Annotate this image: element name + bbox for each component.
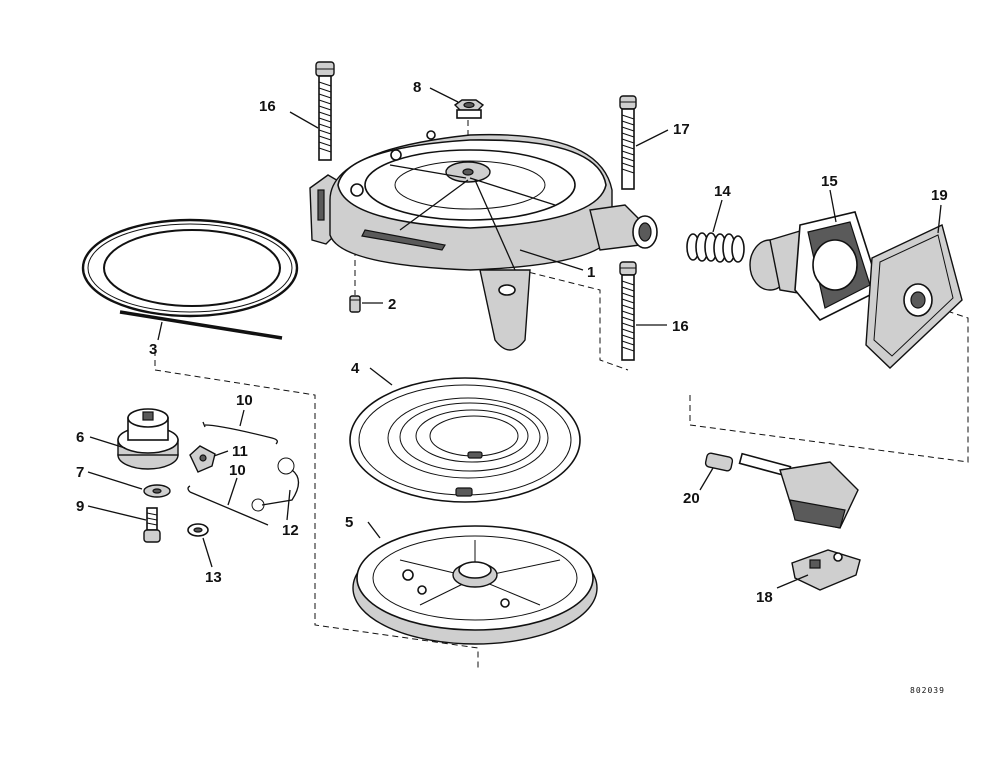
callout-16-right: 16 [672,318,689,335]
coil-spring-part [686,232,745,263]
link-part-lower [187,485,269,526]
starter-housing-part [309,130,658,351]
long-screw-part-left [315,61,335,161]
drawing-number: 802039 [910,686,945,695]
callout-8: 8 [413,79,421,96]
handle-pin-part [704,452,734,472]
callout-11: 11 [232,443,248,460]
pawl-part [189,445,216,473]
callout-numbers: 1 2 3 4 5 6 7 8 9 10 10 11 12 13 14 15 1… [76,79,948,606]
callout-18: 18 [756,589,773,606]
starter-handle-part [738,452,859,529]
callout-20: 20 [683,490,700,507]
washer-part [143,484,171,498]
callout-6: 6 [76,429,84,446]
callout-17: 17 [673,121,690,138]
long-screw-part-lower-right [619,261,637,361]
callout-9: 9 [76,498,84,515]
callout-1: 1 [587,264,595,281]
handle-insert-part [791,549,861,591]
small-screw-part [349,295,361,313]
long-screw-part-right [619,95,637,190]
gasket-plate-part [865,224,963,369]
callout-13: 13 [205,569,222,586]
recoil-spring-part [349,377,581,503]
callout-10-lower: 10 [229,462,246,479]
callout-15: 15 [821,173,838,190]
callout-10-upper: 10 [236,392,253,409]
starter-pulley-part [352,525,598,645]
starter-rope-part [81,218,299,340]
cam-hub-part [117,408,179,470]
hex-nut-part [453,99,485,119]
callout-3: 3 [149,341,157,358]
callout-12: 12 [282,522,299,539]
callout-14: 14 [714,183,731,200]
spring-clip-part [251,457,300,512]
link-part-upper [202,421,278,445]
callout-2: 2 [388,296,396,313]
small-washer-part [187,523,209,537]
callout-19: 19 [931,187,948,204]
handle-housing-part [749,211,881,321]
callout-4: 4 [351,360,360,377]
cam-screw-part [143,507,161,543]
callout-16-left: 16 [259,98,276,115]
callout-5: 5 [345,514,353,531]
callout-7: 7 [76,464,84,481]
leader-lines [87,87,942,589]
